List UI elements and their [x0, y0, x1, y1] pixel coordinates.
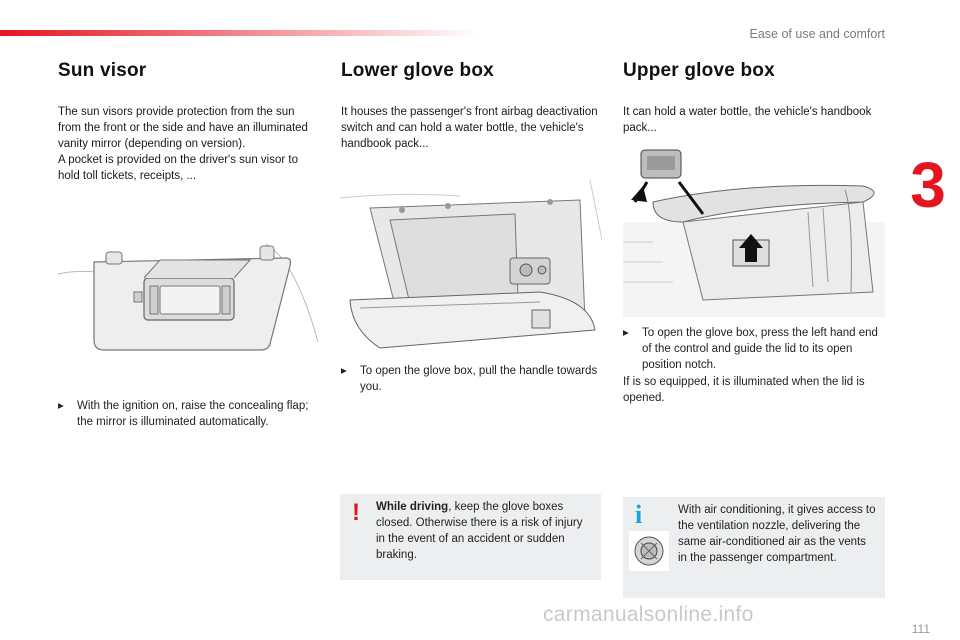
sun-visor-intro-2: A pocket is provided on the driver's sun… [58, 154, 298, 182]
upper-glove-box-note: If is so equipped, it is illuminated whe… [623, 376, 865, 404]
lower-glove-box-bullet: ▸ To open the glove box, pull the handle… [341, 365, 598, 393]
sun-visor-illustration [57, 243, 319, 351]
header-accent-bar [0, 30, 480, 36]
info-icon: i [635, 500, 643, 529]
bullet-marker-icon: ▸ [623, 327, 629, 339]
upper-glove-box-bullet: ▸ To open the glove box, press the left … [623, 327, 878, 371]
watermark: carmanualsonline.info [543, 603, 754, 626]
lower-glove-box-title: Lower glove box [341, 60, 494, 81]
lower-glove-box-intro: It houses the passenger's front airbag d… [341, 106, 598, 150]
sun-visor-intro-1: The sun visors provide protection from t… [58, 106, 308, 150]
lower-glove-box-illustration [340, 180, 602, 349]
upper-glove-box-intro: It can hold a water bottle, the vehicle'… [623, 106, 872, 134]
sun-visor-column: Sun visor [58, 60, 326, 82]
bullet-marker-icon: ▸ [341, 365, 347, 377]
vent-nozzle-icon [629, 531, 669, 571]
section-label: Ease of use and comfort [749, 27, 886, 41]
upper-glove-box-title: Upper glove box [623, 60, 775, 81]
info-box: i With air conditioning, it gives access… [623, 497, 885, 598]
info-text: With air conditioning, it gives access t… [678, 504, 876, 564]
page-number: 111 [911, 622, 930, 636]
upper-glove-box-column: Upper glove box [623, 60, 891, 82]
sun-visor-bullet: ▸ With the ignition on, raise the concea… [58, 400, 309, 428]
lower-glove-box-column: Lower glove box [341, 60, 609, 82]
sun-visor-intro: The sun visors provide protection from t… [58, 104, 320, 184]
warning-box: ! While driving, keep the glove boxes cl… [340, 494, 601, 580]
sun-visor-title: Sun visor [58, 60, 147, 81]
upper-glove-box-illustration [623, 149, 885, 317]
warning-icon: ! [352, 499, 360, 526]
warning-text: While driving, keep the glove boxes clos… [376, 501, 583, 561]
bullet-marker-icon: ▸ [58, 400, 64, 412]
chapter-number: 3 [910, 149, 946, 221]
